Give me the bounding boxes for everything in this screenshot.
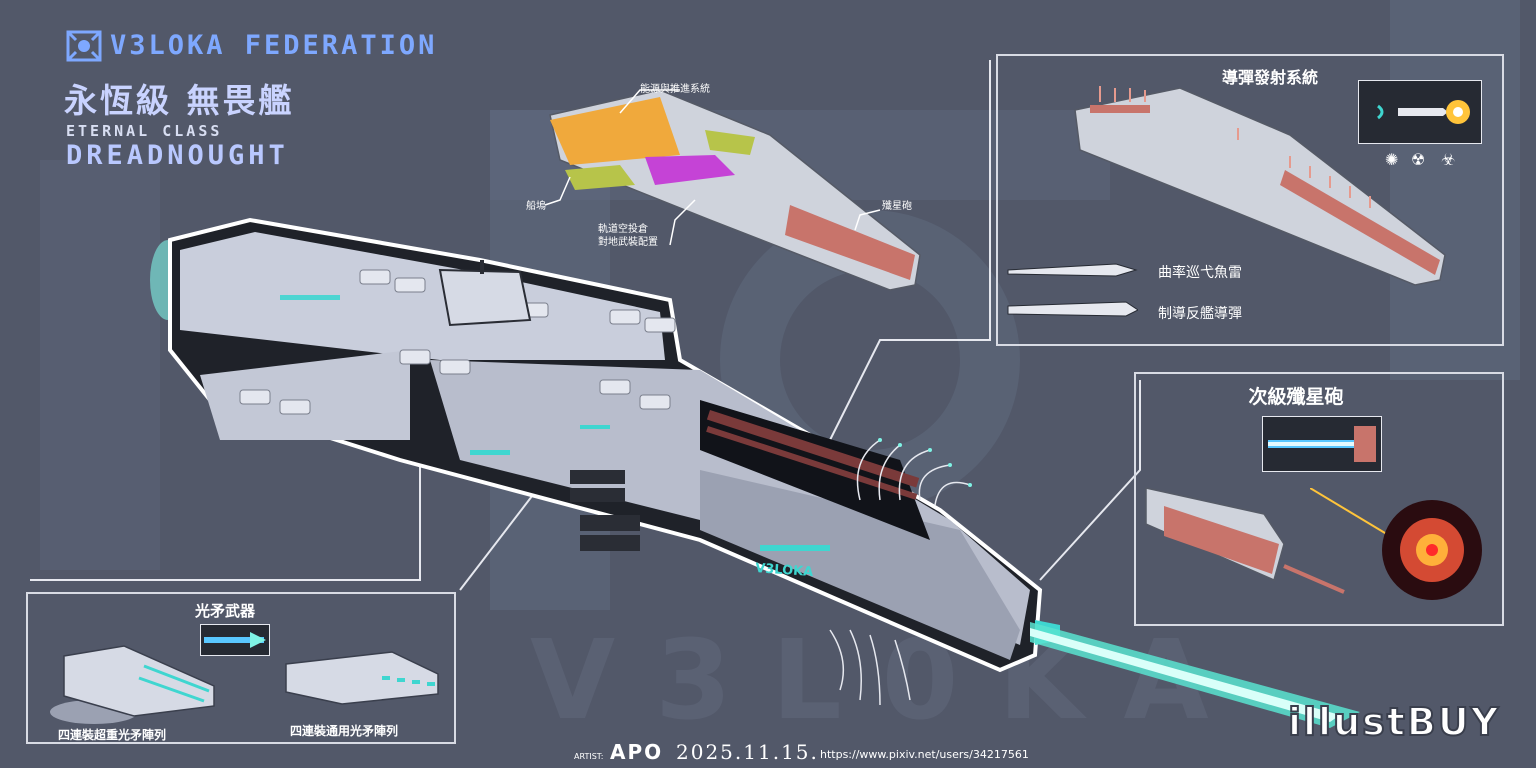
ship-class-title-en: ETERNAL CLASS [66, 122, 223, 140]
label-ground-armament: 對地武裝配置 [598, 237, 658, 248]
federation-name: V3LOKA FEDERATION [110, 30, 438, 61]
missile-system-title: 導彈發射系統 [1221, 68, 1318, 87]
artist-label: ARTIST: [574, 752, 604, 761]
guided-missile-label: 制導反艦導彈 [1158, 306, 1242, 322]
dock-section [565, 165, 635, 190]
dreadnought-main-illustration: V3LOKA [150, 217, 1060, 673]
artist-url: https://www.pixiv.net/users/34217561 [820, 748, 1029, 761]
ship-type-title-en: DREADNOUGHT [66, 140, 289, 171]
label-orbital-drop-bay: 軌道空投倉 [598, 224, 648, 235]
svg-text:V3L0KA: V3L0KA [530, 616, 1249, 744]
light-spear-beam-icon [200, 624, 270, 656]
secondary-cannon-panel [1134, 372, 1504, 626]
missile-ship-diagram [1074, 86, 1446, 286]
artist-watermark: illustBUY [1287, 699, 1501, 745]
star-annihilator-cannon-section [785, 205, 915, 280]
orbital-drop-bay-section [645, 155, 735, 185]
artist-name: APO [610, 740, 664, 764]
secondary-cannon-title: 次級殲星砲 [1248, 386, 1344, 408]
frag-warhead-icon: ✺ [1385, 150, 1399, 169]
heavy-spear-array-diagram [50, 645, 215, 724]
torpedo-label: 曲率巡弋魚雷 [1158, 265, 1242, 281]
general-spear-array-label: 四連裝通用光矛陣列 [290, 724, 399, 738]
munitions-diagram [1007, 263, 1138, 317]
light-spear-panel [26, 592, 456, 744]
exhaust-wisps [856, 438, 972, 506]
cannon-beam-icon [1262, 416, 1382, 472]
label-star-cannon: 殲星砲 [882, 201, 912, 212]
label-dock: 船塢 [526, 201, 546, 212]
missile-system-panel [996, 54, 1504, 346]
hull-insignia: V3LOKA [755, 561, 814, 580]
biohazard-warhead-icon: ☣ [1441, 150, 1456, 169]
federation-logo-icon [66, 30, 102, 62]
light-spear-title: 光矛武器 [194, 602, 255, 620]
ship-class-title-zh: 永恆級 無畏艦 [64, 81, 295, 120]
impact-explosion [1310, 488, 1482, 600]
lower-exhaust-wisps [829, 629, 911, 706]
general-spear-array-diagram [285, 651, 439, 705]
cannon-turret-diagram [1145, 487, 1345, 594]
nuclear-warhead-icon: ☢ [1411, 150, 1426, 169]
energy-propulsion-section [550, 97, 680, 165]
main-cannon-beam [1030, 622, 1360, 728]
missile-launch-icon [1358, 80, 1482, 144]
heavy-spear-array-label: 四連裝超重光矛陣列 [58, 728, 167, 742]
artwork-date: 2025.11.15. [676, 740, 819, 764]
label-energy-propulsion: 能源與推進系統 [640, 84, 710, 95]
background-brand-text: V3L0KA [530, 616, 1249, 744]
schematic-ship [544, 89, 921, 291]
